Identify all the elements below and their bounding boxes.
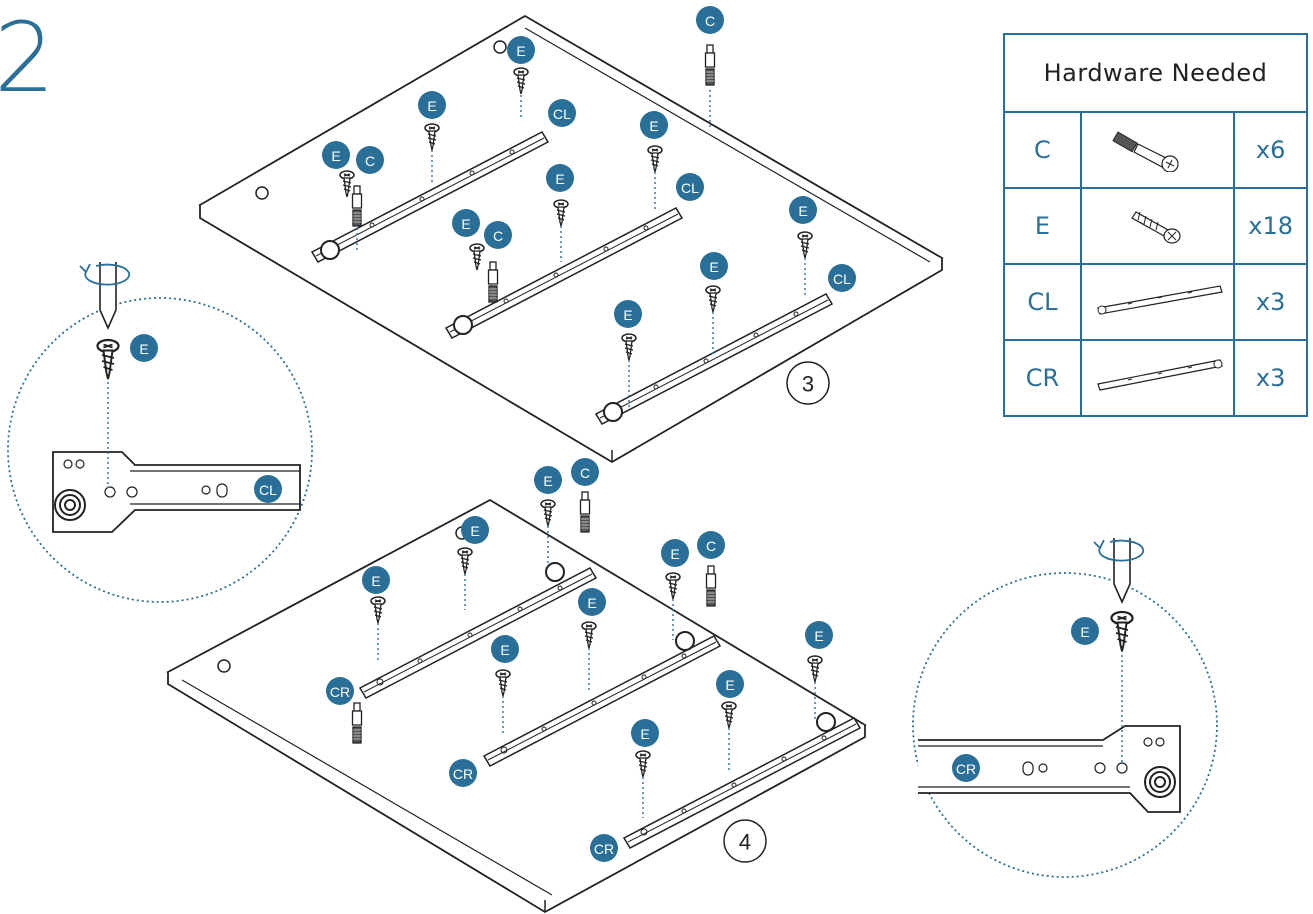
detail-left	[7, 262, 313, 603]
svg-text:E: E	[709, 259, 718, 275]
svg-text:CL: CL	[553, 106, 571, 122]
svg-text:E: E	[670, 546, 679, 562]
svg-text:3: 3	[802, 372, 814, 397]
svg-text:E: E	[516, 43, 525, 59]
svg-text:CR: CR	[330, 684, 350, 700]
label-badge-e: E	[461, 516, 489, 544]
hardware-code: CR	[1003, 339, 1082, 417]
panel-4-number: 4	[723, 819, 767, 863]
panel-4-board	[166, 498, 867, 914]
label-badge-cl: CL	[254, 475, 282, 503]
label-badge-e: E	[578, 588, 606, 616]
label-badge-e: E	[491, 635, 519, 663]
label-badge-e: E	[700, 252, 728, 280]
hardware-qty: x18	[1233, 187, 1308, 265]
cam-dowel-icon	[1079, 111, 1236, 189]
label-badge-cl: CL	[548, 99, 576, 127]
label-badge-c: C	[697, 531, 725, 559]
hardware-code: C	[1003, 111, 1082, 189]
label-badge-e: E	[631, 719, 659, 747]
hardware-title: Hardware Needed	[1003, 33, 1308, 113]
label-badge-e: E	[789, 196, 817, 224]
panel-3-guide-lines	[356, 90, 806, 408]
hardware-row: CR x3	[1003, 339, 1308, 417]
label-badge-e: E	[614, 300, 642, 328]
svg-text:C: C	[706, 538, 716, 554]
svg-text:E: E	[461, 216, 470, 232]
panel-3-board	[198, 14, 944, 464]
label-badge-cl: CL	[676, 173, 704, 201]
label-badge-cr: CR	[326, 677, 354, 705]
svg-text:CR: CR	[453, 766, 473, 782]
hardware-row: E x18	[1003, 187, 1308, 265]
svg-text:E: E	[798, 203, 807, 219]
label-badge-e: E	[534, 466, 562, 494]
left-drawer-rail-icon	[1079, 263, 1236, 341]
screw-icon	[1079, 187, 1236, 265]
svg-text:CR: CR	[956, 761, 976, 777]
svg-text:E: E	[331, 148, 340, 164]
svg-text:C: C	[580, 465, 590, 481]
svg-text:E: E	[555, 171, 564, 187]
panel-4-guide-lines	[377, 526, 816, 818]
svg-text:E: E	[1080, 624, 1089, 640]
svg-text:E: E	[470, 523, 479, 539]
svg-text:E: E	[427, 98, 436, 114]
label-badge-e: E	[418, 91, 446, 119]
label-badge-e: E	[1071, 617, 1099, 645]
svg-text:CL: CL	[681, 180, 699, 196]
label-badge-e: E	[362, 566, 390, 594]
label-badge-e: E	[546, 164, 574, 192]
label-badge-cr: CR	[952, 754, 980, 782]
hardware-code: E	[1003, 187, 1082, 265]
svg-text:E: E	[543, 473, 552, 489]
svg-text:E: E	[814, 628, 823, 644]
screwdriver-icon	[1093, 538, 1145, 604]
label-badge-e: E	[322, 141, 350, 169]
svg-text:E: E	[640, 726, 649, 742]
svg-text:E: E	[649, 118, 658, 134]
label-badge-cl: CL	[828, 264, 856, 292]
svg-text:CL: CL	[259, 482, 277, 498]
label-badge-e: E	[661, 539, 689, 567]
label-badge-e: E	[130, 334, 158, 362]
svg-text:E: E	[139, 341, 148, 357]
svg-text:E: E	[500, 642, 509, 658]
hardware-qty: x6	[1233, 111, 1308, 189]
hardware-code: CL	[1003, 263, 1082, 341]
detail-right	[912, 538, 1218, 878]
label-badge-e: E	[805, 621, 833, 649]
svg-text:E: E	[587, 595, 596, 611]
label-badge-c: C	[571, 458, 599, 486]
svg-text:C: C	[493, 228, 503, 244]
svg-text:E: E	[371, 573, 380, 589]
hardware-row: C x6	[1003, 111, 1308, 189]
svg-text:E: E	[623, 307, 632, 323]
label-badge-e: E	[716, 670, 744, 698]
label-badge-cr: CR	[449, 759, 477, 787]
svg-text:CL: CL	[833, 271, 851, 287]
panel-3-number: 3	[786, 361, 830, 405]
label-badge-c: C	[356, 146, 384, 174]
hardware-qty: x3	[1233, 339, 1308, 417]
label-badge-cr: CR	[590, 834, 618, 862]
hardware-row: CL x3	[1003, 263, 1308, 341]
hardware-table: Hardware Needed C x6 E x18 CL	[1003, 33, 1308, 417]
step-number: 2	[0, 2, 56, 114]
label-badge-e: E	[640, 111, 668, 139]
svg-text:CR: CR	[594, 841, 614, 857]
label-badge-e: E	[452, 209, 480, 237]
svg-text:E: E	[725, 677, 734, 693]
hardware-qty: x3	[1233, 263, 1308, 341]
right-drawer-rail-icon	[1079, 339, 1236, 417]
svg-text:C: C	[705, 13, 715, 29]
svg-text:4: 4	[739, 830, 751, 855]
label-badge-e: E	[507, 36, 535, 64]
svg-text:C: C	[365, 153, 375, 169]
label-badge-c: C	[696, 6, 724, 34]
screwdriver-icon	[79, 262, 131, 330]
label-badge-c: C	[484, 221, 512, 249]
